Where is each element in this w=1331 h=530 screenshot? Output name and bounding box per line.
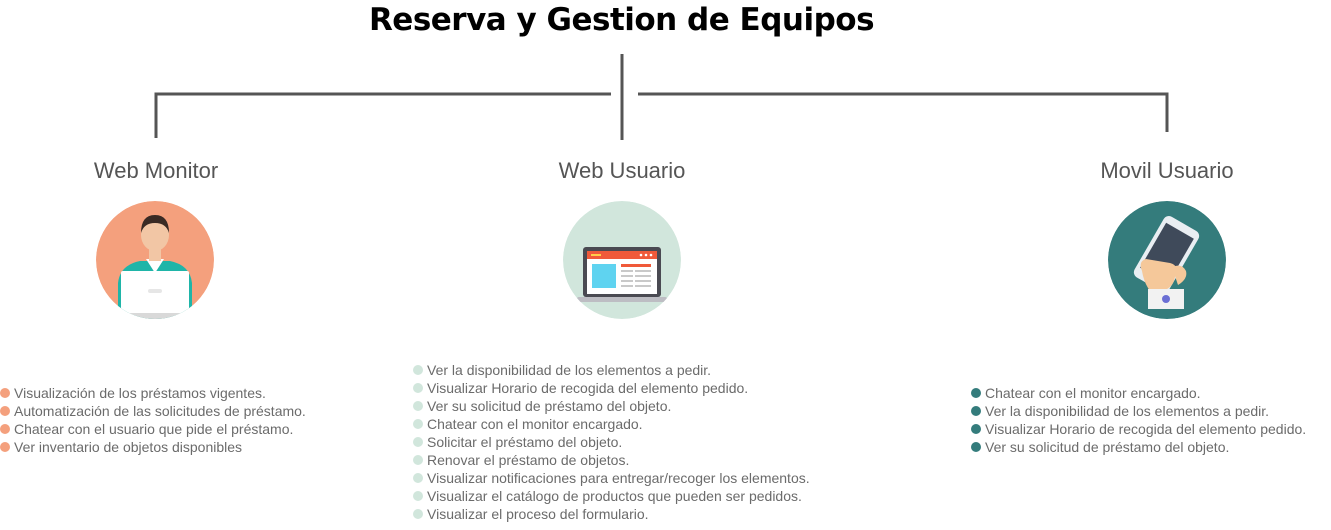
bullet-dot (413, 383, 423, 393)
bullet-dot (0, 388, 10, 398)
tree-connectors (154, 54, 1169, 140)
bullet-dot (971, 406, 981, 416)
list-item: Automatización de las solicitudes de pré… (0, 402, 306, 420)
diagram-title: Reserva y Gestion de Equipos (368, 2, 875, 38)
list-item: Visualizar notificaciones para entregar/… (413, 469, 810, 487)
bullet-dot (413, 473, 423, 483)
list-item: Visualizar Horario de recogida del eleme… (413, 379, 810, 397)
movil-usuario-list: Chatear con el monitor encargado. Ver la… (971, 384, 1306, 456)
bullet-dot (971, 442, 981, 452)
bullet-dot (971, 424, 981, 434)
right-branch-line (638, 92, 1169, 132)
laptop-web-icon (563, 201, 681, 319)
web-monitor-title: Web Monitor (93, 158, 219, 183)
bullet-dot (0, 406, 10, 416)
bullet-dot (413, 437, 423, 447)
list-item: Ver la disponibilidad de los elementos a… (413, 361, 810, 379)
list-item: Solicitar el préstamo del objeto. (413, 433, 810, 451)
list-item: Chatear con el monitor encargado. (971, 384, 1306, 402)
bullet-dot (0, 424, 10, 434)
person-laptop-icon (96, 201, 214, 319)
hand-phone-icon (1108, 201, 1226, 319)
list-item: Chatear con el usuario que pide el prést… (0, 420, 306, 438)
bullet-dot (413, 491, 423, 501)
list-item: Chatear con el monitor encargado. (413, 415, 810, 433)
list-item: Ver su solicitud de préstamo del objeto. (971, 438, 1306, 456)
bullet-dot (413, 509, 423, 519)
list-item: Ver inventario de objetos disponibles (0, 438, 306, 456)
list-item: Visualizar el catálogo de productos que … (413, 487, 810, 505)
movil-usuario-title: Movil Usuario (1100, 158, 1234, 183)
list-item: Ver la disponibilidad de los elementos a… (971, 402, 1306, 420)
bullet-dot (413, 419, 423, 429)
list-item: Ver su solicitud de préstamo del objeto. (413, 397, 810, 415)
web-monitor-list: Visualización de los préstamos vigentes.… (0, 384, 306, 456)
web-usuario-title: Web Usuario (558, 158, 686, 183)
list-item: Visualización de los préstamos vigentes. (0, 384, 306, 402)
bullet-dot (413, 365, 423, 375)
bullet-dot (971, 388, 981, 398)
list-item: Renovar el préstamo de objetos. (413, 451, 810, 469)
left-branch-line (154, 92, 611, 138)
bullet-dot (0, 442, 10, 452)
web-usuario-list: Ver la disponibilidad de los elementos a… (413, 361, 810, 523)
bullet-dot (413, 455, 423, 465)
list-item: Visualizar el proceso del formulario. (413, 505, 810, 523)
list-item: Visualizar Horario de recogida del eleme… (971, 420, 1306, 438)
bullet-dot (413, 401, 423, 411)
